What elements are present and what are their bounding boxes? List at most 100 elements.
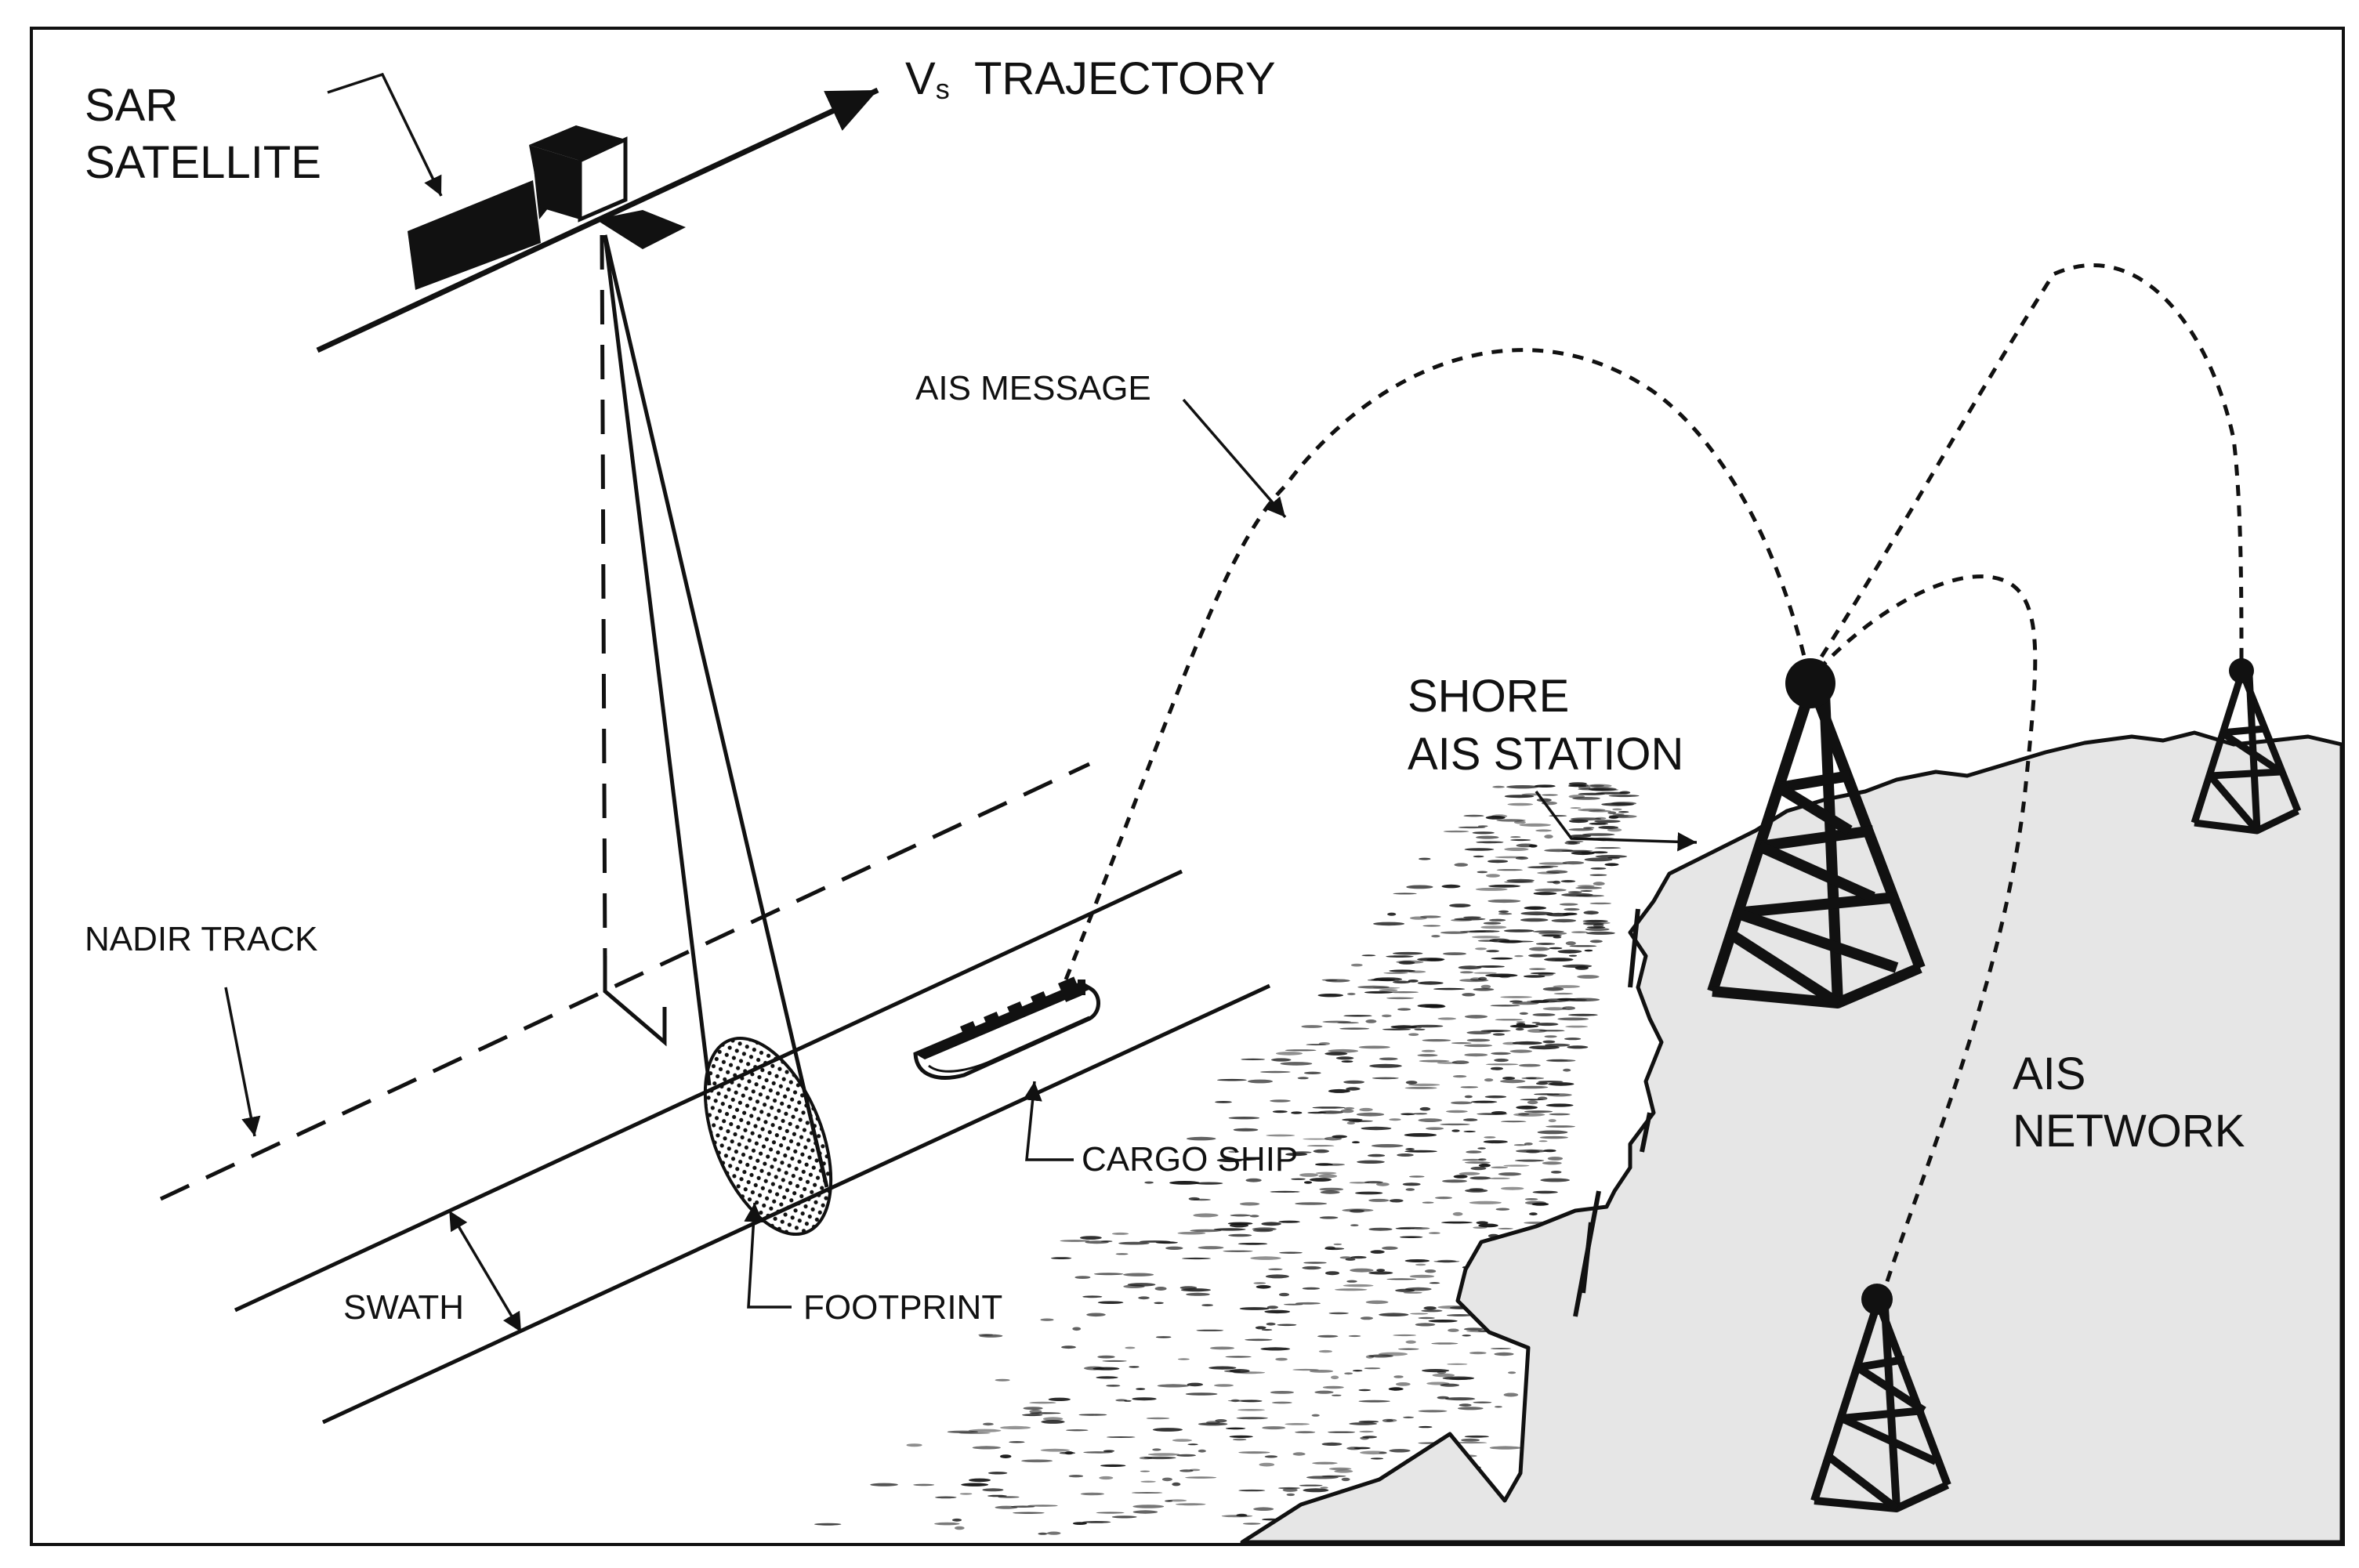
sea-ripple <box>1556 998 1576 1001</box>
sea-ripple <box>1357 985 1390 989</box>
sea-ripple <box>1459 1403 1472 1407</box>
sea-ripple <box>1393 1334 1417 1337</box>
sea-ripple <box>968 1429 1002 1432</box>
sea-ripple <box>1193 1213 1219 1218</box>
sea-ripple <box>1324 1052 1348 1056</box>
sea-ripple <box>1463 1130 1476 1133</box>
label-ais-station: AIS STATION <box>1408 729 1683 780</box>
sea-ripple <box>1238 1451 1270 1454</box>
sea-ripple <box>1317 1110 1344 1114</box>
sea-ripple <box>1350 1255 1367 1259</box>
sea-ripple <box>1429 1282 1440 1284</box>
sea-ripple <box>1146 1417 1170 1420</box>
sea-ripple <box>1230 1214 1251 1217</box>
sea-ripple <box>1538 862 1567 865</box>
sea-ripple <box>1136 1388 1146 1390</box>
sea-ripple <box>1328 1312 1349 1315</box>
sea-ripple <box>1572 797 1600 800</box>
sea-ripple <box>1612 808 1622 811</box>
sea-ripple <box>1334 1469 1353 1473</box>
sea-ripple <box>1340 1109 1354 1114</box>
sea-ripple <box>1283 1303 1303 1305</box>
sea-ripple <box>1227 1222 1253 1226</box>
sea-ripple <box>1570 817 1602 820</box>
sea-ripple <box>1463 916 1481 918</box>
sea-ripple <box>1082 1521 1111 1523</box>
sea-ripple <box>1414 1028 1426 1030</box>
label-satellite: SATELLITE <box>85 137 321 188</box>
sea-ripple <box>1132 1397 1157 1401</box>
sea-ripple <box>1425 1269 1437 1273</box>
sea-ripple <box>1496 869 1523 871</box>
sea-ripple <box>1544 1035 1557 1038</box>
sea-ripple <box>1395 1288 1415 1292</box>
sea-ripple <box>1528 954 1548 958</box>
sea-ripple <box>1132 1510 1158 1514</box>
sea-ripple <box>1550 1171 1562 1174</box>
sea-ripple <box>1531 1202 1549 1206</box>
sea-ripple <box>1147 1453 1180 1456</box>
sea-ripple <box>1236 1158 1257 1161</box>
sea-ripple <box>1351 1141 1361 1144</box>
sea-ripple <box>1386 997 1415 1000</box>
sea-ripple <box>1489 938 1510 943</box>
sea-ripple <box>1285 1049 1317 1052</box>
sea-ripple <box>1040 1318 1054 1321</box>
sea-ripple <box>1404 1150 1437 1153</box>
sea-ripple <box>1451 1101 1473 1105</box>
sea-ripple <box>1464 1435 1490 1438</box>
sea-ripple <box>1519 1063 1541 1067</box>
sea-ripple <box>1321 1442 1343 1446</box>
sea-ripple <box>1237 1409 1265 1411</box>
cargo-leader <box>1023 1081 1074 1161</box>
sea-ripple <box>1536 1081 1549 1085</box>
sea-ripple <box>1389 1199 1404 1203</box>
sea-ripple <box>1476 835 1499 839</box>
network-tower-right <box>2190 672 2302 835</box>
sea-ripple <box>1390 1025 1418 1029</box>
sea-ripple <box>1588 809 1612 813</box>
sea-ripple <box>1383 972 1408 974</box>
sea-ripple <box>1346 1447 1362 1450</box>
sea-ripple <box>1261 1222 1281 1226</box>
sea-ripple <box>1239 1307 1270 1310</box>
label-ais: AIS <box>2013 1048 2086 1099</box>
label-ais-message: AIS MESSAGE <box>915 369 1151 407</box>
sea-ripple <box>1500 1186 1524 1190</box>
sea-ripple <box>1386 955 1414 958</box>
sea-ripple <box>982 1488 1004 1492</box>
sea-ripple <box>1504 795 1535 798</box>
sea-ripple <box>1050 1257 1072 1259</box>
sea-ripple <box>1408 1083 1440 1086</box>
sea-ripple <box>1490 1348 1512 1349</box>
sea-ripple <box>1198 1246 1224 1250</box>
sea-ripple <box>1418 1316 1435 1320</box>
sea-ripple <box>1498 910 1509 913</box>
sea-ripple <box>1419 1106 1431 1111</box>
sea-ripple <box>1591 851 1608 854</box>
sea-ripple <box>1532 1190 1558 1194</box>
sea-ripple <box>1253 1282 1266 1284</box>
sea-ripple <box>1518 1113 1530 1116</box>
sea-ripple <box>1262 1426 1286 1430</box>
sea-ripple <box>1514 1159 1545 1162</box>
sea-ripple <box>1386 1278 1417 1280</box>
sea-ripple <box>1520 918 1549 922</box>
sea-ripple <box>1306 1476 1339 1479</box>
sea-ripple <box>1325 1271 1339 1276</box>
sea-ripple <box>1618 811 1629 813</box>
sea-ripple <box>1594 847 1622 849</box>
sea-ripple <box>955 1526 965 1530</box>
sea-ripple <box>1371 1144 1404 1148</box>
sea-ripple <box>1571 931 1588 933</box>
sea-ripple <box>1593 882 1605 886</box>
sea-ripple <box>1302 1266 1321 1270</box>
sea-ripple <box>1524 1143 1533 1146</box>
sea-ripple <box>1584 857 1613 862</box>
sea-ripple <box>1498 1227 1513 1229</box>
sea-ripple <box>1303 1181 1313 1184</box>
sea-ripple <box>1320 1487 1328 1489</box>
sea-ripple <box>1567 784 1587 788</box>
sea-ripple <box>1029 1401 1056 1404</box>
sea-ripple <box>1303 1071 1321 1075</box>
